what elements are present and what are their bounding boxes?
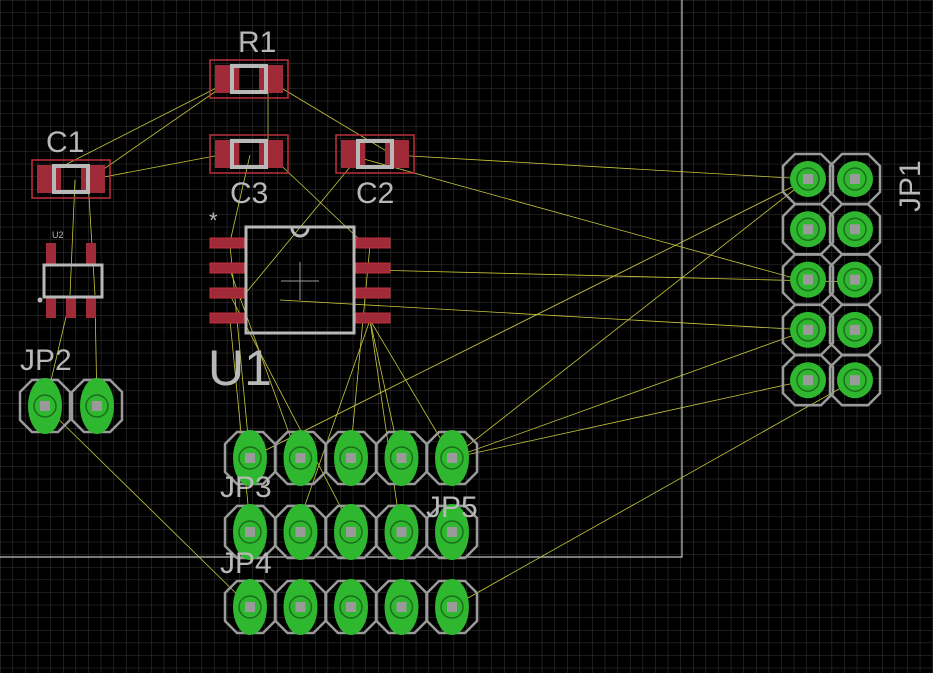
pad[interactable] [324, 504, 378, 560]
capacitor-c3[interactable]: C3 [209, 134, 289, 210]
pad[interactable] [324, 430, 378, 486]
capacitor-c1[interactable]: C1 [31, 126, 111, 199]
pad[interactable] [375, 579, 428, 635]
header-jp2[interactable]: JP2 [18, 344, 124, 434]
pad[interactable] [781, 152, 835, 206]
pad[interactable] [223, 430, 277, 486]
label-jp5: JP5 [426, 491, 478, 524]
pad[interactable] [274, 504, 327, 560]
pad[interactable] [324, 579, 378, 635]
label-jp3: JP3 [220, 471, 272, 504]
ic-u1[interactable]: * U1 [208, 208, 391, 396]
regulator-u2[interactable]: U2 [37, 230, 104, 318]
label-jp2: JP2 [20, 344, 72, 377]
crosshair-icon [281, 262, 319, 300]
airwires [44, 79, 856, 608]
label-u1: U1 [208, 340, 272, 396]
pad[interactable] [781, 303, 835, 357]
resistor-r1[interactable]: R1 [209, 26, 289, 99]
pad[interactable] [828, 353, 882, 407]
pad[interactable] [223, 579, 277, 635]
label-jp1: JP1 [894, 160, 927, 212]
pad[interactable] [223, 504, 277, 560]
pad[interactable] [781, 353, 835, 407]
pad[interactable] [425, 430, 479, 486]
pad[interactable] [274, 579, 327, 635]
label-u2: U2 [52, 230, 64, 240]
header-rows[interactable] [223, 430, 479, 635]
label-c3: C3 [230, 177, 268, 210]
capacitor-c2[interactable]: C2 [335, 134, 415, 210]
pad[interactable] [425, 579, 479, 635]
label-jp4: JP4 [220, 547, 272, 580]
label-r1: R1 [238, 26, 276, 59]
pad[interactable] [274, 430, 327, 486]
pad[interactable] [375, 430, 428, 486]
pad[interactable] [425, 504, 479, 560]
pin1-marker: * [209, 208, 218, 233]
header-jp1[interactable] [781, 152, 882, 407]
board-outline [0, 0, 683, 558]
label-c1: C1 [46, 126, 84, 159]
pad[interactable] [375, 504, 428, 560]
label-c2: C2 [356, 177, 394, 210]
